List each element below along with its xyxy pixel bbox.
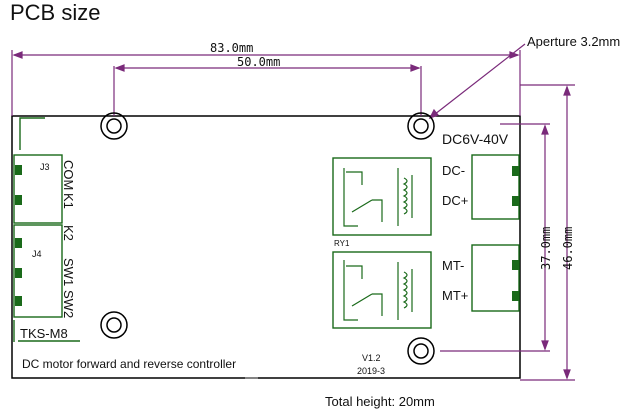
pin-label-mt-plus: MT+ <box>442 288 468 303</box>
connector-dc <box>471 154 520 220</box>
pin-label-k2: K2 <box>61 225 76 241</box>
board-date: 2019-3 <box>357 366 385 376</box>
connector-mt <box>471 244 520 312</box>
dimension-height-inner <box>440 123 550 352</box>
relay-2 <box>332 251 432 329</box>
silkscreen-left <box>19 117 45 150</box>
board-outline <box>11 115 521 379</box>
mounting-hole-top-right <box>407 112 435 140</box>
dimension-hole-spacing <box>113 64 422 116</box>
pin-label-k1: K1 <box>61 193 76 209</box>
dimension-height-outer <box>520 84 575 381</box>
pin-label-dc-minus: DC- <box>442 163 465 178</box>
pin-label-mt-minus: MT- <box>442 258 464 273</box>
label-width-outer: 83.0mm <box>210 41 253 55</box>
mounting-hole-bottom-left <box>100 311 128 339</box>
mounting-hole-bottom-right <box>407 337 435 365</box>
board-description: DC motor forward and reverse controller <box>22 357 236 371</box>
connector-j3 <box>13 154 63 224</box>
mounting-hole-top-left <box>100 112 128 140</box>
label-hole-spacing: 50.0mm <box>237 55 280 69</box>
relay-1 <box>332 157 432 236</box>
connector-j4-label: J4 <box>32 249 42 259</box>
pin-label-sw1: SW1 <box>61 258 76 286</box>
voltage-label: DC6V-40V <box>442 131 509 147</box>
aperture-label: Aperture 3.2mm <box>527 34 621 49</box>
total-height-label: Total height: 20mm <box>325 394 435 409</box>
label-height-outer: 46.0mm <box>561 227 575 270</box>
pin-label-com: COM <box>61 160 76 190</box>
model-label: TKS-M8 <box>20 326 68 341</box>
pin-label-sw2: SW2 <box>61 290 76 318</box>
page-title: PCB size <box>10 0 101 25</box>
connector-j3-label: J3 <box>40 162 50 172</box>
pin-label-dc-plus: DC+ <box>442 193 468 208</box>
relay-label: RY1 <box>334 239 350 248</box>
label-height-inner: 37.0mm <box>539 227 553 270</box>
board-version: V1.2 <box>362 353 381 363</box>
connector-j4 <box>13 224 63 318</box>
aperture-leader <box>428 43 526 120</box>
